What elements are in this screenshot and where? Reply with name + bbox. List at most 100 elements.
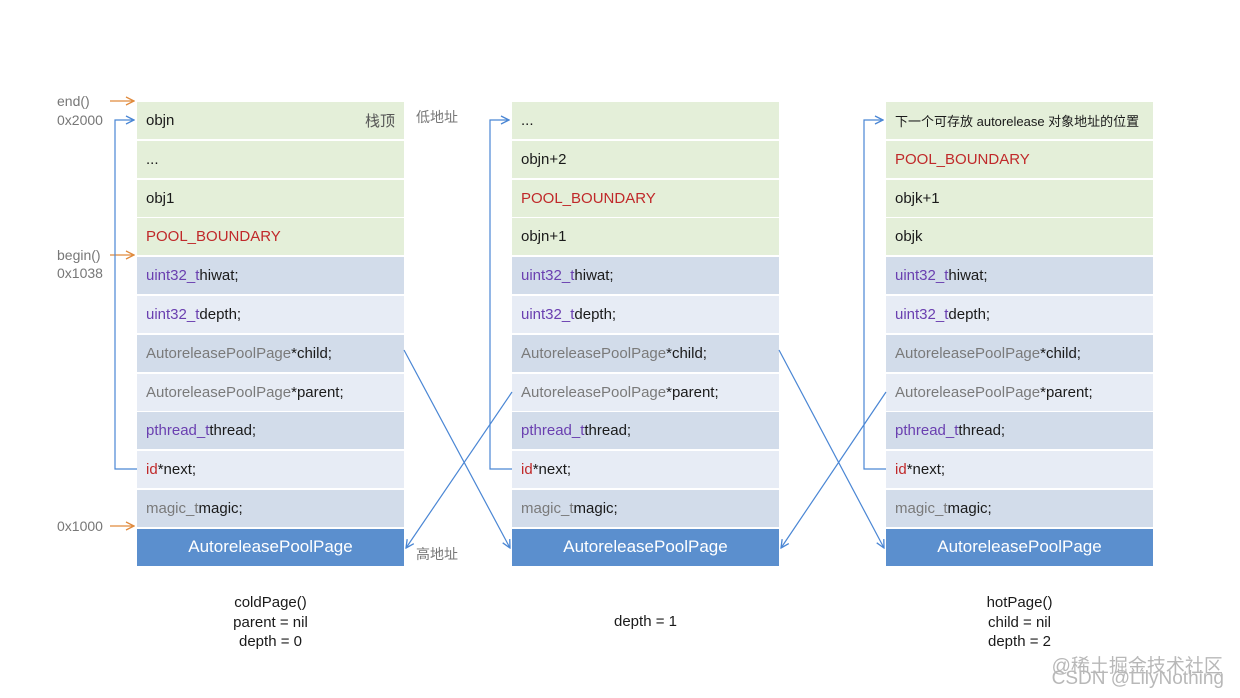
page-cell: uint32_t hiwat;	[137, 257, 404, 295]
page-cell: AutoreleasePoolPage *parent;	[512, 373, 779, 411]
page-cell: uint32_t hiwat;	[886, 257, 1153, 295]
page-cell: ...	[137, 140, 404, 178]
page-cell: objn+2	[512, 140, 779, 178]
cell-text: objk+1	[895, 189, 940, 207]
cell-text: objn+2	[521, 150, 567, 168]
page-cell: AutoreleasePoolPage *child;	[137, 334, 404, 372]
page-cell: uint32_t depth;	[137, 295, 404, 333]
cell-text: *next;	[157, 461, 197, 479]
cell-text: thread;	[209, 422, 257, 440]
cell-text: obj1	[146, 189, 175, 207]
cell-text: *next;	[532, 461, 572, 479]
page-cell: AutoreleasePoolPage *parent;	[886, 373, 1153, 411]
child-arrow-0	[403, 349, 510, 548]
cell-text: uint32_t	[895, 305, 949, 323]
watermark-line-2: CSDN @LilyNothing	[1051, 668, 1224, 689]
low-address-note: 低地址	[416, 109, 458, 125]
next-pointer-loop-0	[114, 120, 137, 470]
cell-text: pthread_t	[521, 422, 585, 440]
page-cell: pthread_t thread;	[137, 412, 404, 450]
page-cell: AutoreleasePoolPage *child;	[886, 334, 1153, 372]
cell-text: *parent;	[291, 383, 344, 401]
cell-text: AutoreleasePoolPage	[521, 383, 667, 401]
cell-text: depth;	[948, 305, 991, 323]
page-cell: AutoreleasePoolPage *parent;	[137, 373, 404, 411]
address-top-label: 0x2000	[57, 112, 103, 128]
page-footer-label: AutoreleasePoolPage	[137, 528, 404, 566]
page-cell: POOL_BOUNDARY	[137, 218, 404, 256]
address-begin-label: 0x1038	[57, 265, 103, 281]
cell-text: hiwat;	[948, 267, 988, 285]
cell-text: id	[521, 461, 533, 479]
middle-page-caption: depth = 1	[512, 612, 779, 632]
caption-line: hotPage()	[986, 594, 1053, 611]
watermark-line-1: @稀土掘金技术社区	[1051, 656, 1223, 677]
cell-text: thread;	[958, 422, 1006, 440]
page-cell: objk	[886, 218, 1153, 256]
page-cell: objk+1	[886, 179, 1153, 217]
cell-text: magic_t	[146, 499, 199, 517]
page-cell: objn+1	[512, 218, 779, 256]
cell-text: AutoreleasePoolPage	[146, 383, 292, 401]
caption-line: depth = 1	[614, 613, 677, 630]
cell-text: id	[895, 461, 907, 479]
cell-text: objn	[146, 112, 175, 129]
cell-text: AutoreleasePoolPage	[146, 344, 292, 362]
cell-text: thread;	[584, 422, 632, 440]
cell-text: *parent;	[666, 383, 719, 401]
cell-text: *child;	[1040, 344, 1081, 362]
page-cell: 下一个可存放 autorelease 对象地址的位置	[886, 102, 1153, 139]
next-pointer-loop-1	[489, 120, 512, 470]
address-bottom-label: 0x1000	[57, 518, 103, 534]
cell-text: uint32_t	[146, 305, 200, 323]
end-label: end()	[57, 93, 90, 109]
next-pointer-loop-2	[863, 120, 886, 470]
page-cell: pthread_t thread;	[886, 412, 1153, 450]
cell-text: ...	[146, 150, 159, 168]
cell-text: POOL_BOUNDARY	[521, 189, 656, 207]
cell-text: magic;	[573, 499, 618, 517]
parent-arrow-1	[406, 391, 513, 548]
page-footer-label: AutoreleasePoolPage	[886, 528, 1153, 566]
begin-label: begin()	[57, 247, 101, 263]
cell-text: magic_t	[521, 499, 574, 517]
cell-text: uint32_t	[895, 267, 949, 285]
cell-text: AutoreleasePoolPage	[895, 344, 1041, 362]
caption-line: parent = nil	[233, 613, 308, 631]
cell-text: hiwat;	[199, 267, 239, 285]
cell-text: POOL_BOUNDARY	[146, 228, 281, 246]
cell-text: pthread_t	[146, 422, 210, 440]
cell-text: *child;	[291, 344, 332, 362]
caption-line: depth = 0	[239, 633, 302, 650]
cell-text: uint32_t	[146, 267, 200, 285]
cell-text: AutoreleasePoolPage	[521, 344, 667, 362]
caption-line: coldPage()	[234, 594, 307, 611]
child-arrow-1	[778, 349, 884, 548]
page-cell: AutoreleasePoolPage *child;	[512, 334, 779, 372]
cell-text: id	[146, 461, 158, 479]
cell-text: depth;	[574, 305, 617, 323]
page-cell: pthread_t thread;	[512, 412, 779, 450]
cell-text: POOL_BOUNDARY	[895, 150, 1030, 168]
page-cell: uint32_t depth;	[886, 295, 1153, 333]
cell-text: 下一个可存放 autorelease 对象地址的位置	[895, 114, 1140, 129]
cold-page-caption: coldPage() parent = nil depth = 0	[137, 593, 404, 652]
page-cell: magic_t magic;	[886, 489, 1153, 527]
cell-text: *parent;	[1040, 383, 1093, 401]
page-cell: uint32_t hiwat;	[512, 257, 779, 295]
page-cell: id *next;	[137, 451, 404, 489]
page-cell: id *next;	[512, 451, 779, 489]
page-cell: POOL_BOUNDARY	[512, 179, 779, 217]
cell-text: objn+1	[521, 228, 567, 246]
page-cell: magic_t magic;	[137, 489, 404, 527]
page-cell: id *next;	[886, 451, 1153, 489]
cell-text: *next;	[906, 461, 946, 479]
cell-text: *child;	[666, 344, 707, 362]
cell-text: magic_t	[895, 499, 948, 517]
